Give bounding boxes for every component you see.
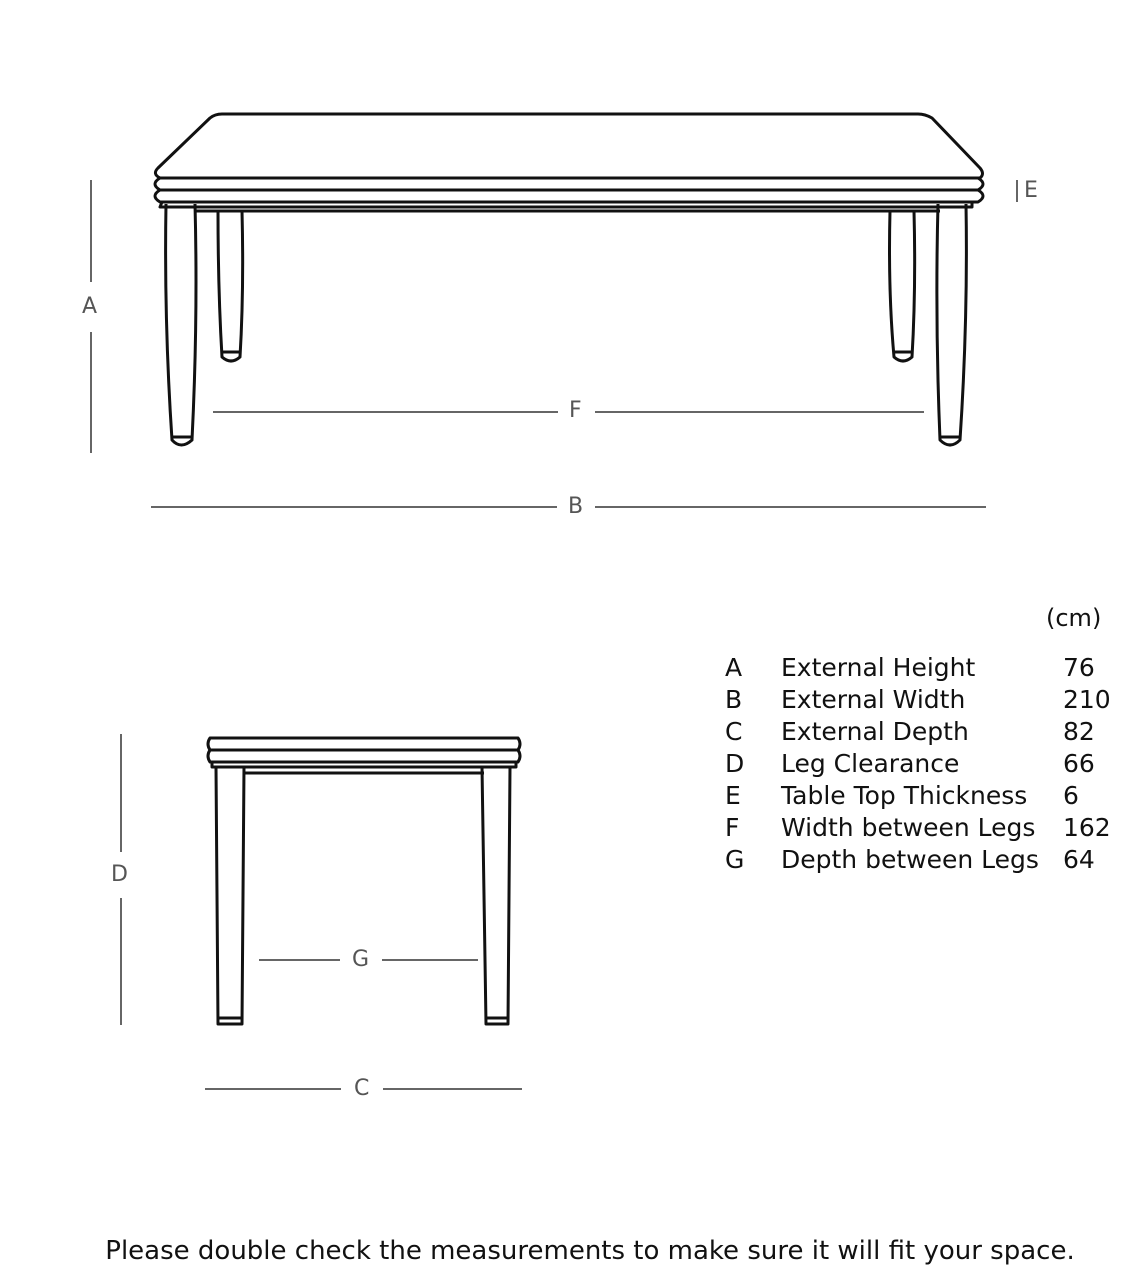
dimension-lines (90, 180, 1018, 1090)
dim-label-d: D (111, 862, 128, 887)
dim-label-a: A (82, 294, 98, 319)
spec-key: F (725, 813, 740, 842)
footer-note: Please double check the measurements to … (105, 1236, 1075, 1266)
spec-name: External Height (781, 653, 976, 682)
dim-label-e: E (1024, 178, 1038, 203)
spec-value: 76 (1063, 653, 1095, 682)
front-leg-right-front (935, 203, 968, 447)
spec-key: G (725, 845, 745, 874)
spec-row: A External Height 76 (725, 652, 1113, 684)
spec-key: C (725, 717, 743, 746)
spec-row: B External Width 210 (725, 684, 1113, 716)
spec-row: E Table Top Thickness 6 (725, 780, 1113, 812)
spec-row: F Width between Legs 162 (725, 812, 1113, 844)
dim-label-g: G (352, 947, 370, 972)
front-tabletop-edge (153, 176, 985, 192)
spec-name: External Depth (781, 717, 969, 746)
spec-row: D Leg Clearance 66 (725, 748, 1113, 780)
dimensions-table: A External Height 76 B External Width 21… (725, 652, 1113, 876)
spec-name: Table Top Thickness (781, 781, 1028, 810)
spec-key: D (725, 749, 745, 778)
spec-value: 66 (1063, 749, 1095, 778)
spec-key: A (725, 653, 743, 682)
spec-row: G Depth between Legs 64 (725, 844, 1113, 876)
side-tabletop (206, 736, 522, 752)
spec-value: 82 (1063, 717, 1095, 746)
spec-name: External Width (781, 685, 966, 714)
spec-name: Leg Clearance (781, 749, 960, 778)
front-leg-left-back (216, 210, 245, 363)
spec-value: 162 (1063, 813, 1111, 842)
dim-label-f: F (569, 398, 582, 423)
spec-value: 6 (1063, 781, 1079, 810)
front-view-table (153, 112, 985, 447)
side-leg-right (480, 766, 512, 1026)
front-leg-right-back (888, 210, 917, 363)
dim-label-b: B (568, 494, 584, 519)
dim-label-c: C (354, 1076, 370, 1101)
spec-value: 210 (1063, 685, 1111, 714)
spec-key: B (725, 685, 743, 714)
spec-key: E (725, 781, 741, 810)
spec-name: Width between Legs (781, 813, 1036, 842)
unit-label: (cm) (1046, 604, 1102, 632)
spec-value: 64 (1063, 845, 1095, 874)
side-leg-left (214, 766, 246, 1026)
side-view-table (206, 736, 522, 1026)
spec-name: Depth between Legs (781, 845, 1039, 874)
front-tabletop (153, 112, 984, 180)
spec-row: C External Depth 82 (725, 716, 1113, 748)
front-leg-left-front (164, 203, 198, 447)
